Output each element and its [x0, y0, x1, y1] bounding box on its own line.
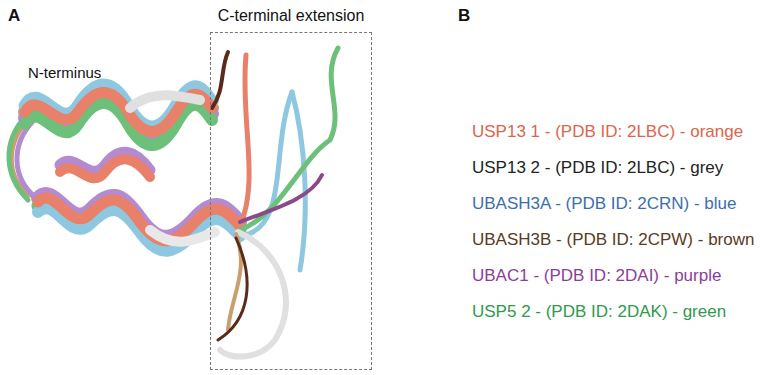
terminus-label: N-terminus: [28, 64, 101, 81]
legend-entry: UBASH3B - (PDB ID: 2CPW) - brown: [472, 230, 754, 250]
legend-entry: USP13 2 - (PDB ID: 2LBC) - grey: [472, 158, 723, 178]
panel-letter: A: [8, 6, 20, 26]
legend-entry: UBASH3A - (PDB ID: 2CRN) - blue: [472, 194, 737, 214]
legend-text: USP13 2 - (PDB ID: 2LBC) - grey: [472, 158, 723, 177]
legend-text: UBASH3B - (PDB ID: 2CPW) - brown: [472, 230, 754, 249]
panel-letter: B: [458, 6, 470, 26]
legend-entry: USP5 2 - (PDB ID: 2DAK) - green: [472, 302, 726, 322]
dashed-region-box: C-terminal extension: [210, 32, 372, 370]
legend-entry: USP13 1 - (PDB ID: 2LBC) - orange: [472, 122, 743, 142]
legend-text: UBAC1 - (PDB ID: 2DAI) - purple: [472, 266, 721, 285]
region-heading: C-terminal extension: [218, 7, 365, 25]
legend-text: UBASH3A - (PDB ID: 2CRN) - blue: [472, 194, 737, 213]
legend-entry: UBAC1 - (PDB ID: 2DAI) - purple: [472, 266, 721, 286]
legend-text: USP5 2 - (PDB ID: 2DAK) - green: [472, 302, 726, 321]
legend-text: USP13 1 - (PDB ID: 2LBC) - orange: [472, 122, 743, 141]
